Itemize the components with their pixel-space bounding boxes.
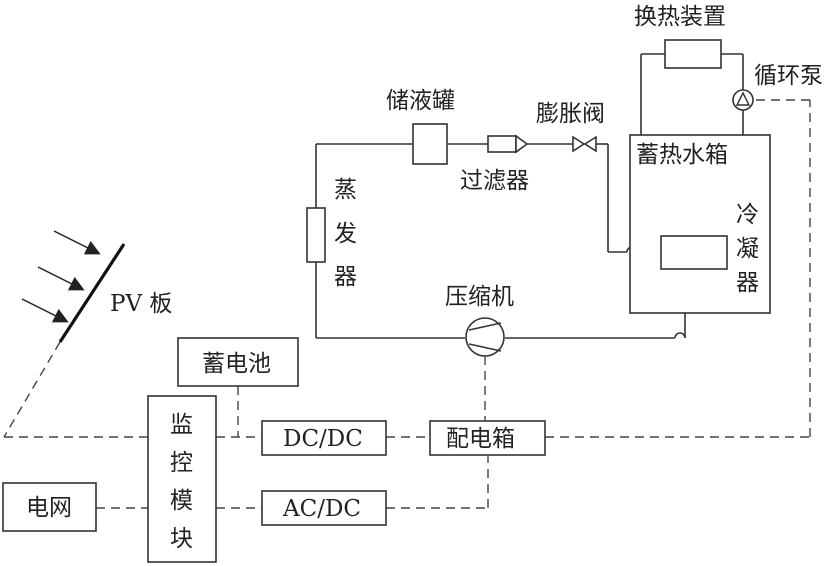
- power-grid-label: 电网: [26, 495, 72, 521]
- filter-label: 过滤器: [460, 168, 529, 194]
- expansion-valve-icon: [572, 135, 597, 153]
- evaporator-coil: [306, 207, 326, 263]
- heat-exchanger-label: 换热装置: [634, 4, 726, 30]
- liquid-tank-label: 储液罐: [386, 88, 455, 114]
- heat-exchanger-loop: [640, 53, 744, 135]
- monitor-module-label-4: 块: [170, 526, 193, 552]
- electrical-wiring: [3, 99, 811, 509]
- distribution-box: [429, 420, 546, 456]
- evaporator-label-3: 器: [334, 264, 357, 290]
- filter-icon: [487, 134, 529, 154]
- condenser: [660, 235, 728, 270]
- acdc-label: AC/DC: [282, 496, 361, 522]
- heat-storage-tank-label: 蓄热水箱: [636, 142, 728, 168]
- compressor-icon: [465, 317, 505, 357]
- condenser-label-2: 凝: [736, 236, 759, 262]
- monitor-module-label-2: 控: [170, 450, 193, 476]
- monitor-module-label-3: 模: [170, 488, 193, 514]
- heat-storage-tank: [629, 134, 771, 314]
- circulation-pump-icon: [732, 89, 754, 111]
- pv-panel-icon: [21, 230, 126, 343]
- monitor-module-label-1: 监: [170, 412, 193, 438]
- liquid-tank: [412, 123, 448, 165]
- acdc-converter: [261, 490, 387, 526]
- expansion-valve-label: 膨胀阀: [536, 101, 605, 127]
- battery-label: 蓄电池: [202, 351, 271, 377]
- battery: [177, 337, 299, 387]
- dcdc-label: DC/DC: [283, 426, 363, 452]
- distribution-box-label: 配电箱: [446, 426, 515, 452]
- monitor-module: [147, 395, 217, 563]
- dcdc-converter: [261, 420, 387, 456]
- condenser-label-3: 器: [736, 270, 759, 296]
- pv-panel-label: PV 板: [110, 291, 172, 317]
- evaporator-label-1: 蒸: [334, 177, 357, 203]
- compressor-label: 压缩机: [445, 284, 514, 310]
- evaporator-label-2: 发: [334, 221, 357, 247]
- heat-exchanger: [664, 39, 722, 69]
- power-grid: [2, 482, 97, 532]
- circulation-pump-label: 循环泵: [754, 63, 823, 89]
- condenser-label-1: 冷: [736, 202, 759, 228]
